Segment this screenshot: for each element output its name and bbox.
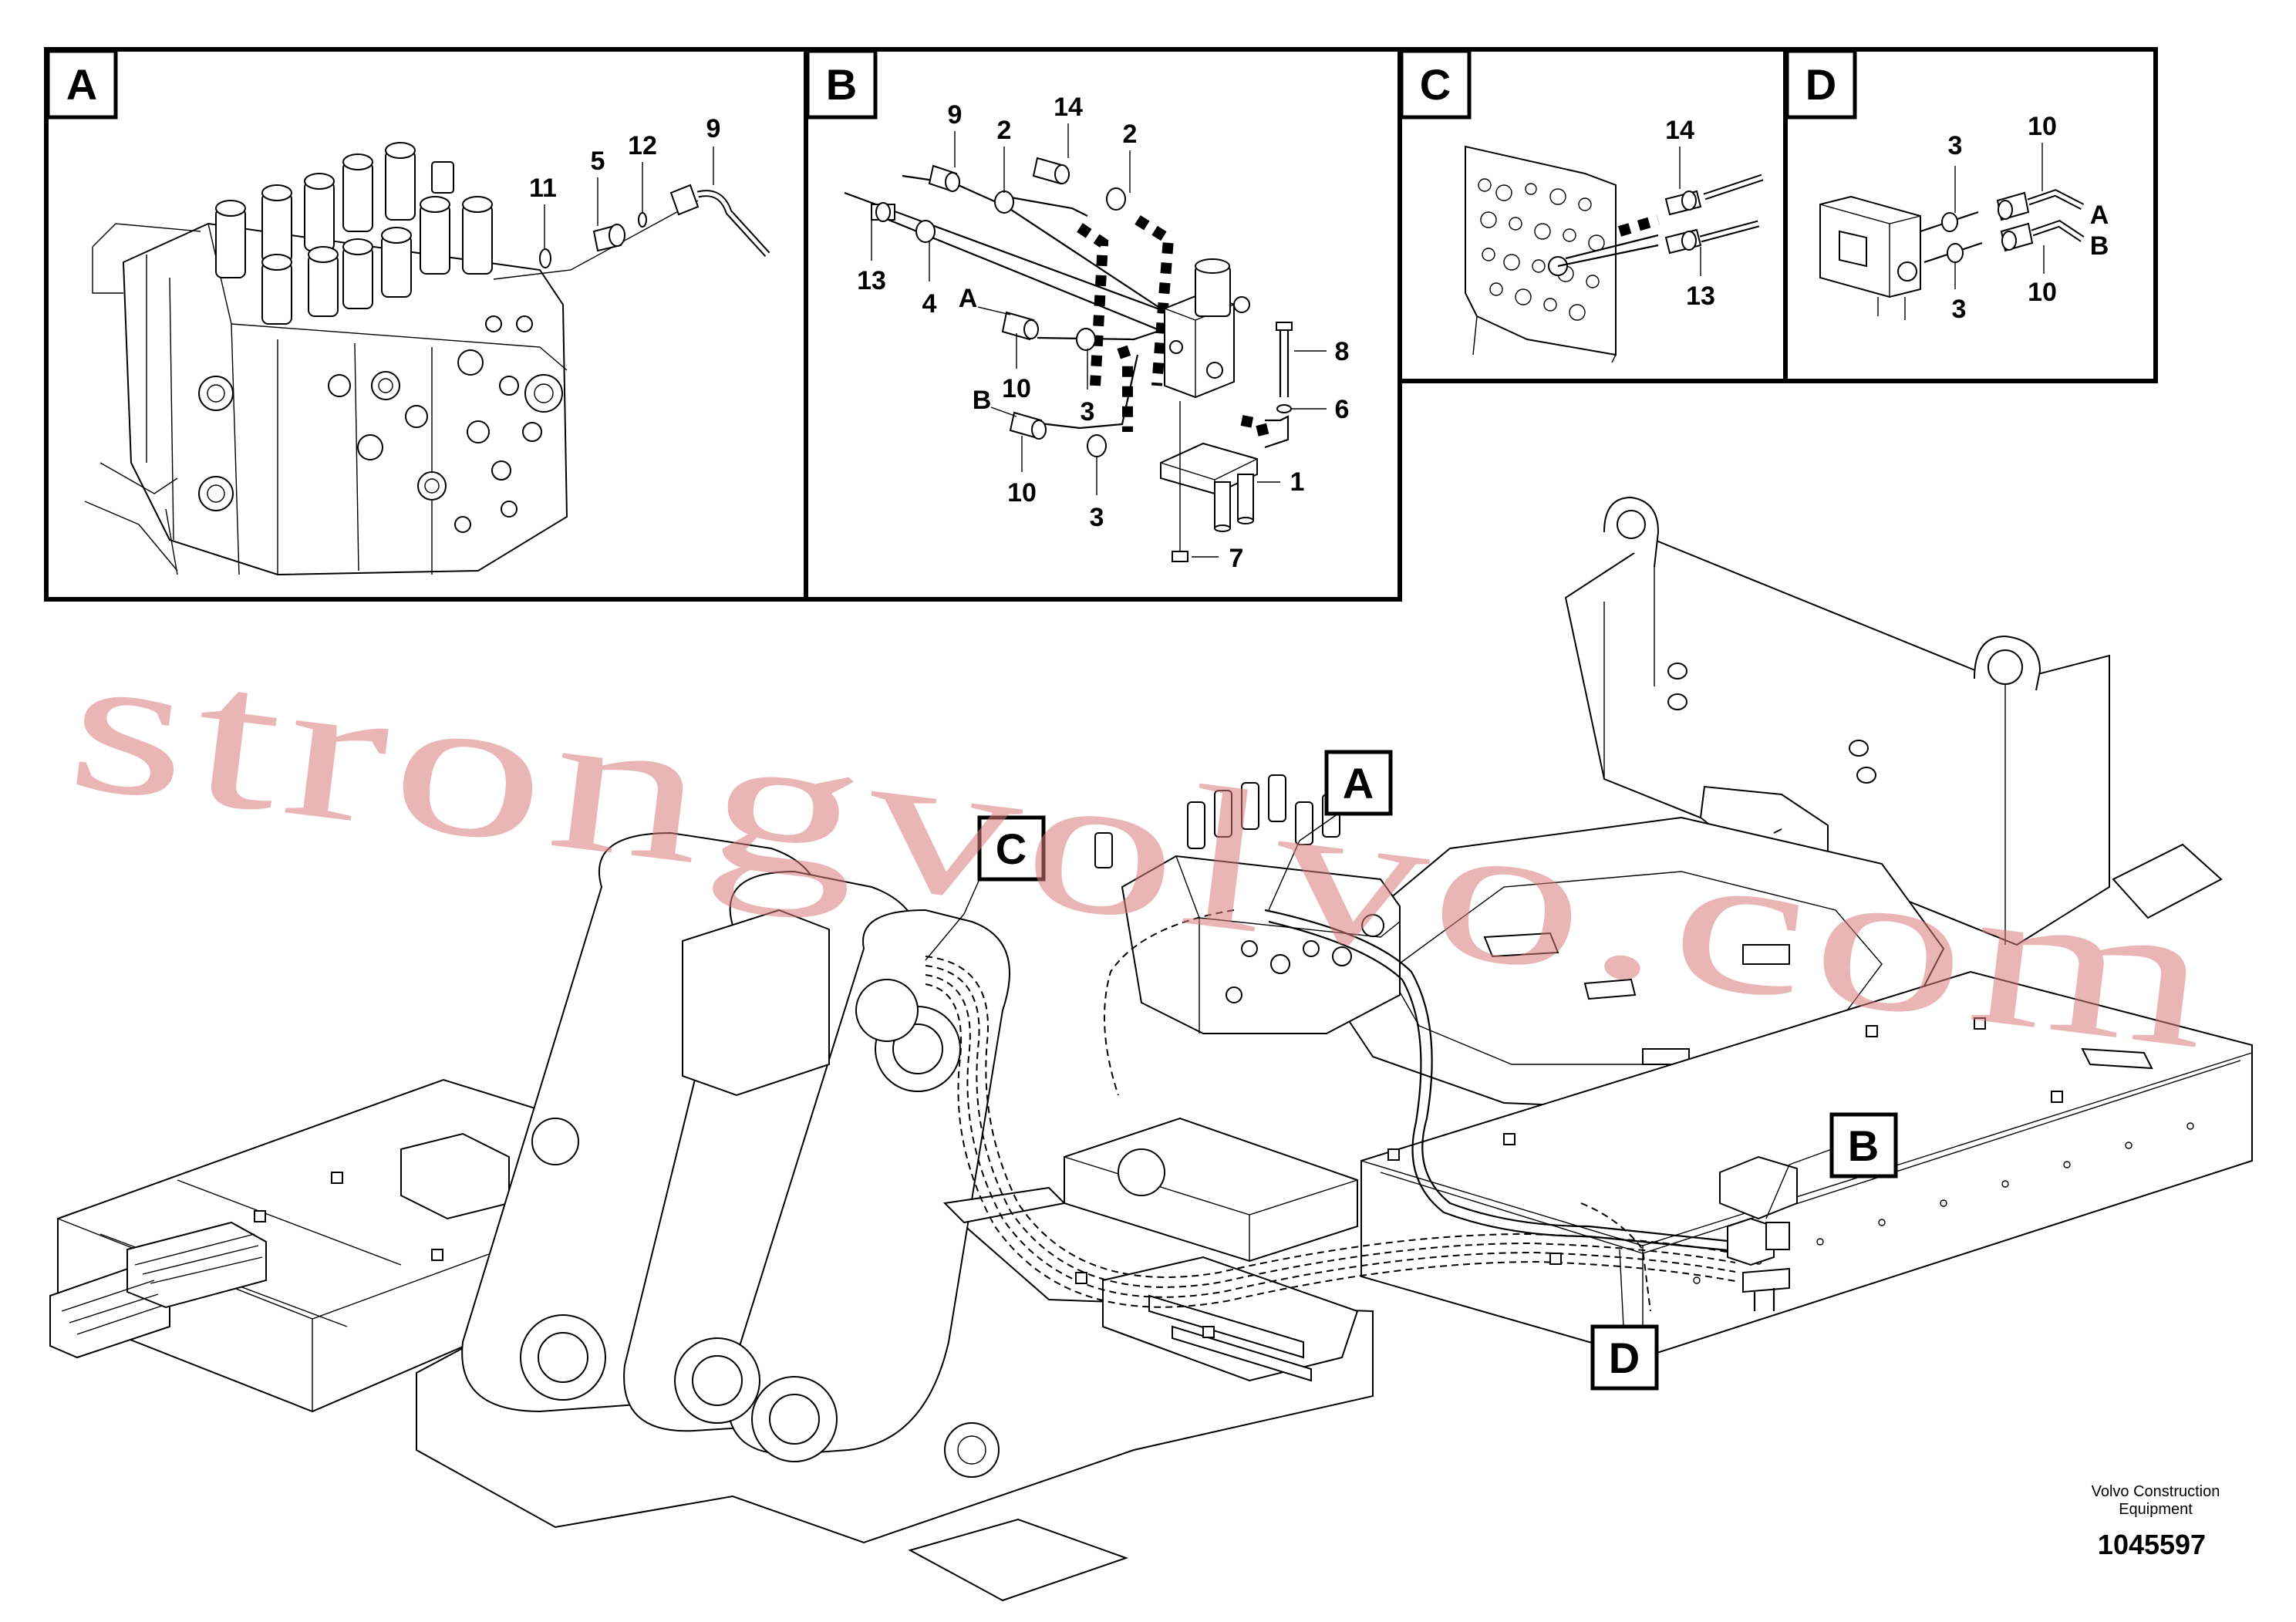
- callout-5: 5: [591, 147, 605, 176]
- callout-b-7: 7: [1229, 544, 1244, 573]
- solenoid-valve: [1164, 258, 1250, 399]
- spool-caps: [215, 142, 493, 325]
- callout-b-10b: 10: [1007, 478, 1037, 508]
- main-callout-c: C: [925, 815, 1046, 961]
- panel-b-letter: B: [826, 60, 857, 109]
- callout-b-a: A: [959, 284, 978, 313]
- callout-b-8: 8: [1335, 337, 1350, 366]
- callout-d-10b: 10: [2028, 278, 2057, 307]
- main-callout-d: D: [1590, 1249, 1659, 1391]
- callout-d-10a: 10: [2028, 112, 2057, 141]
- callout-d-a: A: [2090, 201, 2109, 230]
- bracket-1: [1160, 442, 1258, 532]
- callout-b-b: B: [973, 386, 992, 415]
- main-callout-b: B: [1765, 1112, 1898, 1219]
- control-valve-illustration: [84, 142, 770, 576]
- valve-ports: [198, 315, 563, 533]
- drawing-number: 1045597: [2098, 1529, 2206, 1560]
- main-frame-view: A B C D: [49, 496, 2253, 1602]
- callout-11: 11: [529, 174, 557, 203]
- company-name-line2: Equipment: [2119, 1501, 2193, 1518]
- panel-a: A: [46, 49, 770, 576]
- callout-b-2b: 2: [1123, 120, 1138, 149]
- hose-routes: [925, 909, 1736, 1312]
- cylinder-bracket: [1064, 1117, 1359, 1382]
- callout-b-6: 6: [1335, 395, 1350, 424]
- panel-c-letter: C: [1420, 60, 1451, 109]
- main-callout-c-letter: C: [996, 824, 1027, 873]
- main-callout-a: A: [1268, 750, 1393, 911]
- exploded-fittings: [539, 184, 770, 268]
- callout-b-14: 14: [1054, 93, 1083, 122]
- bolt-8: [1276, 322, 1293, 413]
- hose-fittings-b: [871, 157, 1126, 457]
- callout-b-3b: 3: [1090, 503, 1104, 532]
- callout-b-9: 9: [948, 100, 963, 130]
- callout-b-3a: 3: [1081, 397, 1095, 427]
- callout-12: 12: [628, 131, 657, 160]
- solenoid-mount-b: [1719, 1155, 1798, 1311]
- panel-d: D 3 10 A B 3 10: [1785, 49, 2109, 324]
- main-control-valve: [1094, 774, 1401, 1034]
- main-callout-a-letter: A: [1343, 759, 1374, 808]
- panel-c: C 14 13: [1399, 49, 1764, 363]
- panel-d-letter: D: [1805, 60, 1836, 109]
- callout-d-3a: 3: [1948, 131, 1963, 160]
- adapter-block: [1819, 195, 1921, 320]
- main-callout-b-letter: B: [1848, 1121, 1879, 1170]
- main-callout-d-letter: D: [1609, 1334, 1640, 1382]
- frame-holes: [254, 1017, 2063, 1338]
- callout-c-14: 14: [1665, 116, 1694, 145]
- callout-b-13: 13: [857, 266, 886, 295]
- callout-b-10a: 10: [1002, 374, 1031, 403]
- callout-9: 9: [706, 114, 721, 143]
- callout-c-13: 13: [1686, 282, 1715, 311]
- boom-mount-frame: [416, 831, 1374, 1602]
- panel-a-letter: A: [66, 60, 97, 109]
- callout-b-2a: 2: [997, 116, 1012, 145]
- footer: Volvo Construction Equipment 1045597: [2092, 1483, 2220, 1560]
- callout-d-3b: 3: [1952, 295, 1967, 324]
- company-name-line1: Volvo Construction: [2092, 1483, 2220, 1500]
- callout-b-1: 1: [1290, 467, 1305, 497]
- callout-d-b: B: [2090, 231, 2109, 261]
- panel-b: B: [805, 49, 1350, 573]
- callout-b-4: 4: [922, 289, 937, 319]
